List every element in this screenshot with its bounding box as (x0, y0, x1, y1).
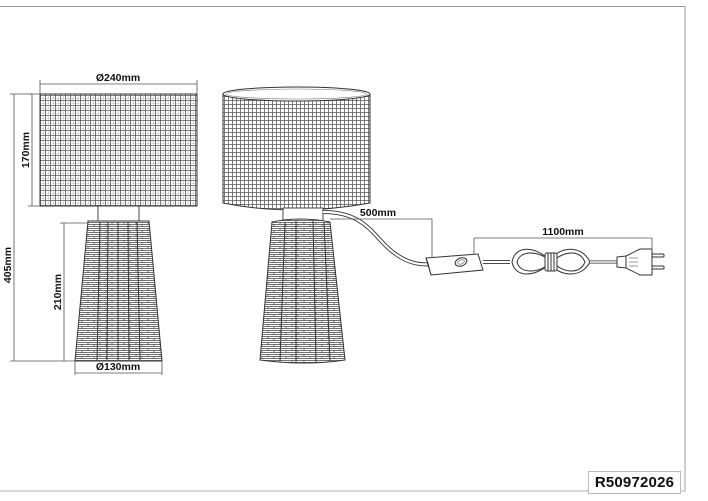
front-view: Ø240mm 170mm 405mm 210mm Ø130mm (2, 72, 198, 375)
perspective-base (259, 218, 346, 364)
product-code-label: R50972026 (588, 471, 681, 494)
front-shade (39, 93, 198, 207)
dim-switch-to-plug: 1100mm (473, 226, 653, 254)
svg-text:Ø240mm: Ø240mm (96, 72, 140, 84)
dim-base-diameter: Ø130mm (74, 361, 163, 375)
svg-text:500mm: 500mm (360, 207, 396, 219)
svg-text:Ø130mm: Ø130mm (96, 361, 140, 373)
drawing-frame (0, 6, 686, 492)
svg-text:170mm: 170mm (20, 132, 32, 168)
perspective-view: 500mm 1100mm (222, 86, 665, 364)
dim-cable-to-switch: 500mm (330, 207, 433, 258)
dim-base-height: 210mm (52, 222, 88, 361)
euro-plug (616, 248, 665, 276)
coiled-cable (511, 248, 591, 275)
inline-switch (425, 253, 484, 276)
front-neck (97, 205, 140, 222)
svg-text:405mm: 405mm (2, 247, 14, 283)
dim-shade-height: 170mm (20, 93, 40, 207)
dim-shade-diameter: Ø240mm (39, 72, 198, 94)
svg-text:1100mm: 1100mm (542, 226, 583, 238)
svg-text:210mm: 210mm (52, 274, 64, 310)
perspective-shade (222, 93, 371, 211)
